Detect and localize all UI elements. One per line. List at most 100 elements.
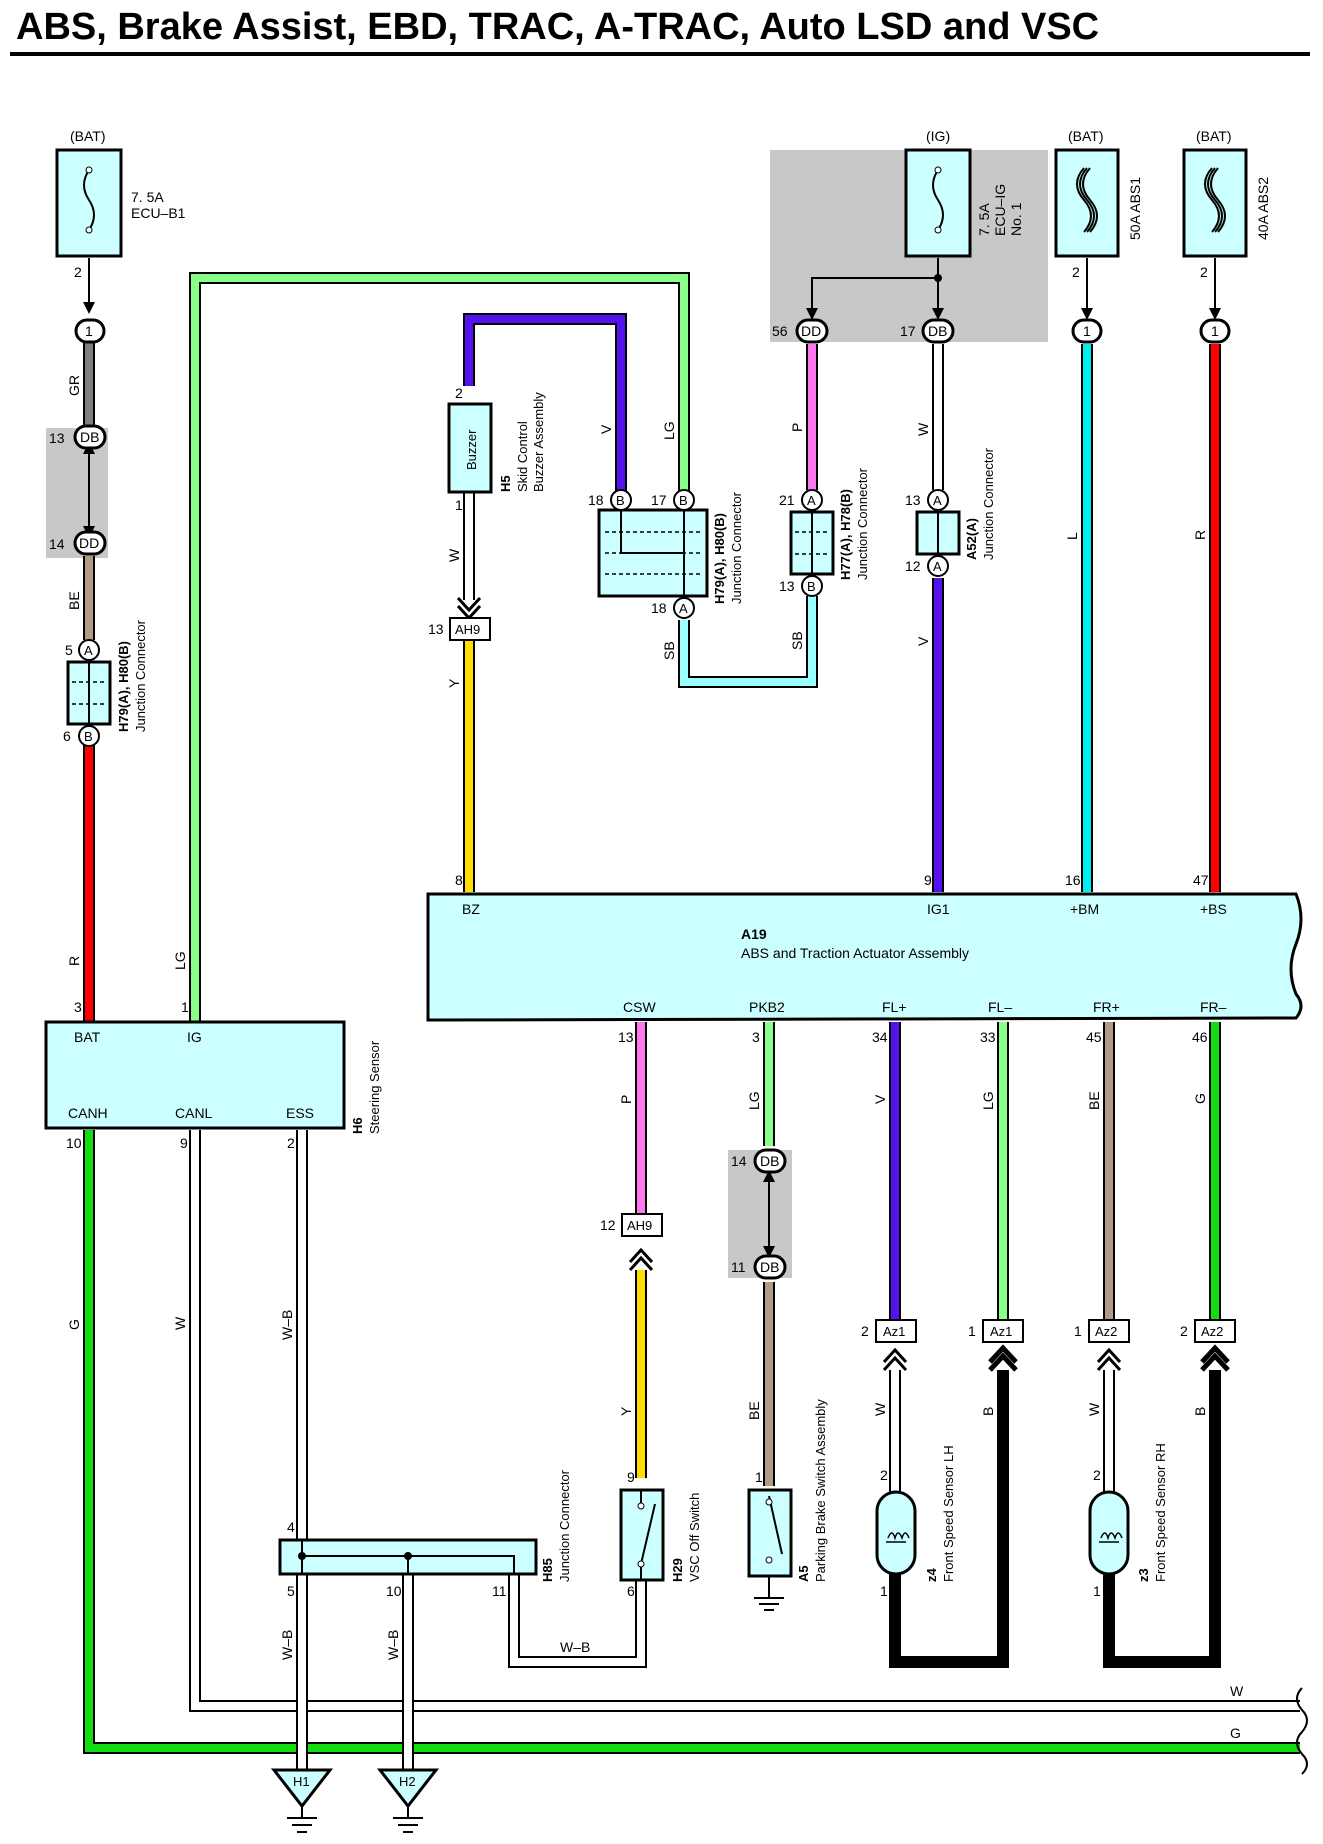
label-wb-ess: W–B (279, 1310, 295, 1340)
steering-pin-canh: CANH (68, 1105, 108, 1121)
svg-text:DB: DB (760, 1259, 779, 1275)
ah9-bottom-chevron (628, 1247, 654, 1272)
jc-left-name: Junction Connector (133, 619, 148, 732)
pin-1-buzzer: 1 (455, 497, 463, 513)
label-wb-h1: W–B (279, 1630, 295, 1660)
actuator-pin-flm: FL– (988, 999, 1012, 1015)
label-v-buzzer: V (598, 424, 614, 434)
connector-14-dd: DD (73, 530, 107, 556)
pin-12-a52: 12 (905, 558, 921, 574)
vsc-off-switch (619, 1488, 665, 1582)
z3-code: z3 (1136, 1568, 1151, 1582)
connector-14-db-pkb: DB (753, 1148, 787, 1174)
label-w-bus: W (1230, 1683, 1244, 1699)
wire-g-canh (83, 1130, 1300, 1754)
fuse4-label: 40A ABS2 (1255, 177, 1271, 240)
fuse-ecu-b1 (55, 148, 123, 258)
buzzer-name1: Skid Control (515, 421, 530, 492)
connector-ah9-bottom: AH9 (621, 1213, 663, 1237)
connector-az2-left: Az2 (1088, 1319, 1130, 1343)
fuse-abs2 (1182, 148, 1248, 258)
fuse2-name2: No. 1 (1008, 202, 1024, 236)
svg-text:Az2: Az2 (1095, 1324, 1117, 1339)
pin-11-pkb: 11 (731, 1259, 746, 1275)
svg-text:B: B (616, 493, 625, 508)
pin-18-jc-mid-bottom: 18 (651, 600, 667, 616)
front-speed-sensor-lh (875, 1490, 917, 1576)
label-w-z4: W (872, 1402, 888, 1416)
fuse3-pin: 2 (1072, 264, 1080, 280)
connector-17-db: DB (921, 318, 955, 344)
junction-connector-left: A B (66, 639, 112, 747)
connector-56-dd: DD (795, 318, 829, 344)
pin-46-frm: 46 (1192, 1029, 1208, 1045)
label-gr: GR (66, 375, 82, 396)
svg-text:H2: H2 (399, 1774, 416, 1789)
svg-text:DB: DB (760, 1153, 779, 1169)
label-be-left: BE (66, 591, 82, 610)
pin-2-az2: 2 (1180, 1323, 1188, 1339)
pin-3-pkb2: 3 (752, 1029, 760, 1045)
fuse-abs1 (1054, 148, 1120, 258)
pin-10-canh: 10 (66, 1135, 82, 1151)
h29-name: VSC Off Switch (687, 1493, 702, 1582)
pin-13-a52: 13 (905, 492, 921, 508)
label-b-z4: B (980, 1407, 996, 1416)
az2-right-chevron (1200, 1344, 1230, 1372)
pin-13-csw: 13 (618, 1029, 634, 1045)
a5-name: Parking Brake Switch Assembly (813, 1399, 828, 1582)
pin-17-jc-mid: 17 (651, 492, 667, 508)
az1-left-chevron (882, 1347, 908, 1372)
actuator-pin-bz: BZ (462, 901, 480, 917)
actuator-pin-flp: FL+ (882, 999, 907, 1015)
svg-text:A: A (933, 493, 942, 508)
wire-wb-switch (508, 1574, 647, 1668)
steering-pin-ess: ESS (286, 1105, 314, 1121)
label-y-bz: Y (446, 678, 462, 688)
actuator-code: A19 (741, 926, 767, 942)
pin-14-left: 14 (49, 536, 65, 552)
wire-v-buzzer (463, 313, 627, 498)
jc-a52-name: Junction Connector (981, 447, 996, 560)
junction-connector-a52: A A (915, 489, 961, 577)
fuse1-pin: 2 (74, 264, 82, 280)
fuse4-pin: 2 (1200, 264, 1208, 280)
pin-6-h29: 6 (627, 1583, 635, 1599)
buzzer-text: Buzzer (464, 429, 479, 470)
jc-h77-name: Junction Connector (855, 467, 870, 580)
fuse2-rating: 7. 5A (976, 203, 992, 236)
fuse1-name: ECU–B1 (131, 205, 186, 221)
pin-2-az1: 2 (861, 1323, 869, 1339)
label-r-left: R (66, 956, 82, 966)
pin-1-z3: 1 (1093, 1583, 1101, 1599)
connector-az1-right: Az1 (982, 1319, 1024, 1343)
junction-connector-mid: B B A (597, 489, 709, 619)
label-r-right: R (1192, 530, 1208, 540)
svg-text:B: B (84, 729, 93, 744)
label-v-ig1: V (915, 636, 931, 646)
svg-text:DD: DD (801, 323, 821, 339)
fuse1-source: (BAT) (70, 128, 106, 144)
pin-4-h85: 4 (287, 1519, 295, 1535)
pin-5-h85: 5 (287, 1583, 295, 1599)
pin-1-az2: 1 (1074, 1323, 1082, 1339)
jc-mid-code: H79(A), H80(B) (712, 513, 727, 604)
label-w-canl: W (172, 1316, 188, 1330)
label-y-csw: Y (618, 1406, 634, 1416)
svg-text:AH9: AH9 (627, 1218, 652, 1233)
actuator-pin-bs: +BS (1200, 901, 1227, 917)
wire-lg-loop (189, 272, 690, 1022)
svg-text:A: A (807, 493, 816, 508)
svg-text:A: A (933, 559, 942, 574)
pin-12-ah9: 12 (600, 1217, 616, 1233)
label-v-fl: V (872, 1094, 888, 1104)
pin-5-jc-left: 5 (65, 642, 73, 658)
actuator-pin-ig1: IG1 (927, 901, 950, 917)
actuator-pin-frm: FR– (1200, 999, 1227, 1015)
label-l: L (1064, 532, 1080, 540)
label-lg-fl: LG (980, 1091, 996, 1110)
fuse3-source: (BAT) (1068, 128, 1104, 144)
steering-code: H6 (350, 1117, 365, 1134)
steering-pin-ig: IG (187, 1029, 202, 1045)
